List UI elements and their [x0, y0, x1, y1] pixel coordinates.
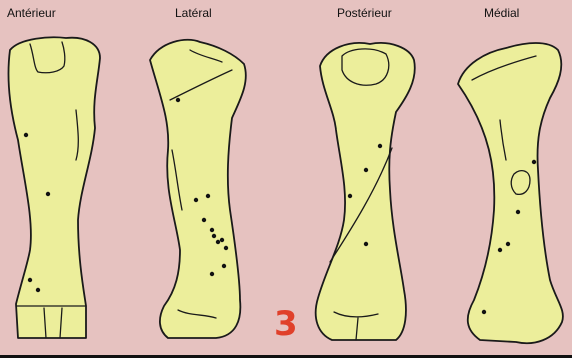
marker-dot [222, 264, 226, 268]
marker-dot [532, 160, 536, 164]
femur-anterior-view [8, 37, 100, 338]
marker-dot [202, 218, 206, 222]
marker-dot [220, 238, 224, 242]
marker-dot [516, 210, 520, 214]
marker-dot [498, 248, 502, 252]
femur-posterior-view [316, 43, 415, 340]
marker-dot [378, 144, 382, 148]
marker-dot [216, 240, 220, 244]
marker-dot [506, 242, 510, 246]
marker-dot [28, 278, 32, 282]
marker-dot [24, 133, 28, 137]
marker-dot [206, 194, 210, 198]
femur-medial-view [458, 43, 563, 343]
figure-number: 3 [274, 307, 298, 341]
marker-dot [364, 168, 368, 172]
marker-dot [224, 246, 228, 250]
marker-dot [364, 242, 368, 246]
marker-dot [176, 98, 180, 102]
marker-dot [46, 192, 50, 196]
femur-lateral-view [150, 40, 246, 338]
marker-dot [36, 288, 40, 292]
marker-dot [482, 310, 486, 314]
marker-dot [212, 234, 216, 238]
marker-dots [24, 98, 536, 314]
marker-dot [210, 228, 214, 232]
marker-dot [210, 272, 214, 276]
marker-dot [194, 198, 198, 202]
marker-dot [348, 194, 352, 198]
